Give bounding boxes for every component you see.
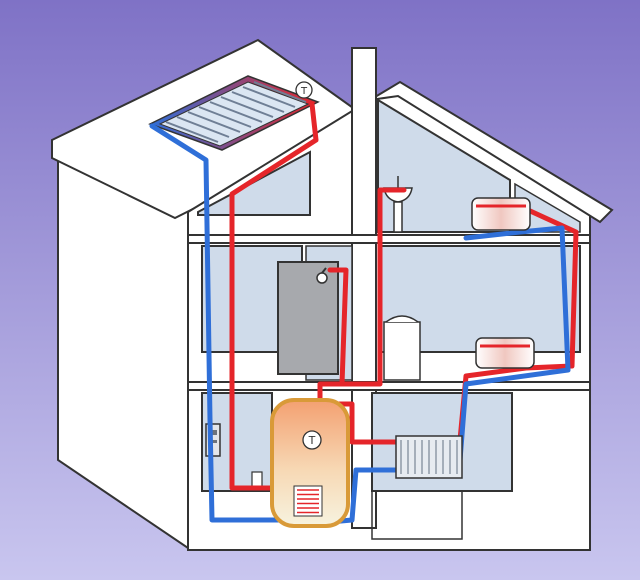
radiator-lower xyxy=(395,435,463,479)
hot-pipe-shower xyxy=(327,267,349,387)
cold-pipe-collector-return xyxy=(149,123,295,523)
hot-water-storage-tank xyxy=(270,398,350,528)
collector-absorber-line xyxy=(231,91,285,113)
floor-slab-lower xyxy=(187,381,591,391)
collector-absorber-line xyxy=(220,96,274,118)
collector-absorber-line xyxy=(253,81,307,103)
sensor-symbol-tank: T xyxy=(308,434,316,447)
floor-slab-upper xyxy=(187,234,591,244)
hot-pipe-riser-upstairs xyxy=(317,187,407,403)
collector-absorber-line xyxy=(187,111,241,133)
room-attic-left xyxy=(197,150,311,216)
roof-right-slab xyxy=(369,80,614,224)
sink-counter-icon xyxy=(383,315,421,381)
heat-exchanger-coil-icon xyxy=(293,485,323,517)
hot-pipe-collector-flow xyxy=(229,101,319,491)
collector-absorber-line xyxy=(209,101,263,123)
solar-collector xyxy=(148,75,320,151)
shower-cabinet xyxy=(277,261,339,375)
collector-absorber-line xyxy=(242,86,296,108)
temperature-sensor-tank: T xyxy=(302,430,322,450)
shower-head-icon xyxy=(316,267,328,284)
radiator-upper xyxy=(471,197,531,231)
radiator-middle xyxy=(475,337,535,369)
collector-absorber-line xyxy=(176,116,230,138)
temperature-sensor-collector: T xyxy=(295,81,313,99)
sensor-symbol-collector: T xyxy=(300,86,308,97)
basement-wall-segment xyxy=(371,490,463,540)
collector-absorber-line xyxy=(198,106,252,128)
collector-absorber-line xyxy=(165,121,219,143)
